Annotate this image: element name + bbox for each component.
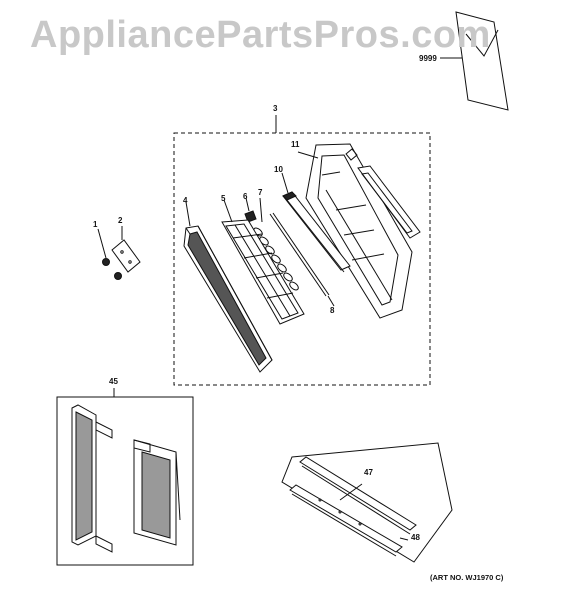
callout-8[interactable]: 8 [330,306,335,315]
callout-48[interactable]: 48 [411,533,420,542]
parts-47-48-rails-group[interactable] [281,442,453,563]
art-number: (ART NO. WJ1970 C) [430,573,504,582]
callout-3[interactable]: 3 [273,104,278,113]
callout-7[interactable]: 7 [258,188,263,197]
callout-10[interactable]: 10 [274,165,283,174]
part-2-bracket[interactable] [111,226,141,273]
part-11-front-frame[interactable] [297,143,421,319]
callout-4[interactable]: 4 [183,196,188,205]
watermark-text: AppliancePartsPros.com [30,14,491,56]
callout-9999[interactable]: 9999 [419,54,437,63]
callout-1[interactable]: 1 [93,220,98,229]
callout-5[interactable]: 5 [221,194,226,203]
part-8-strip[interactable] [269,212,335,307]
part-1-screws[interactable] [97,228,122,280]
part-4-filter-panel[interactable] [183,201,273,373]
callout-47[interactable]: 47 [364,468,373,477]
callout-45[interactable]: 45 [109,377,118,386]
part-5-filter-grid[interactable] [221,199,305,325]
part-45-side-curtains[interactable] [56,388,194,566]
part-3-assembly-outline [173,132,431,386]
callout-2[interactable]: 2 [118,216,123,225]
part-6-clip[interactable] [244,197,257,223]
callout-11[interactable]: 11 [291,140,300,149]
part-10-bar[interactable] [281,172,351,273]
part-9999-manual[interactable] [440,11,509,111]
callout-6[interactable]: 6 [243,192,248,201]
